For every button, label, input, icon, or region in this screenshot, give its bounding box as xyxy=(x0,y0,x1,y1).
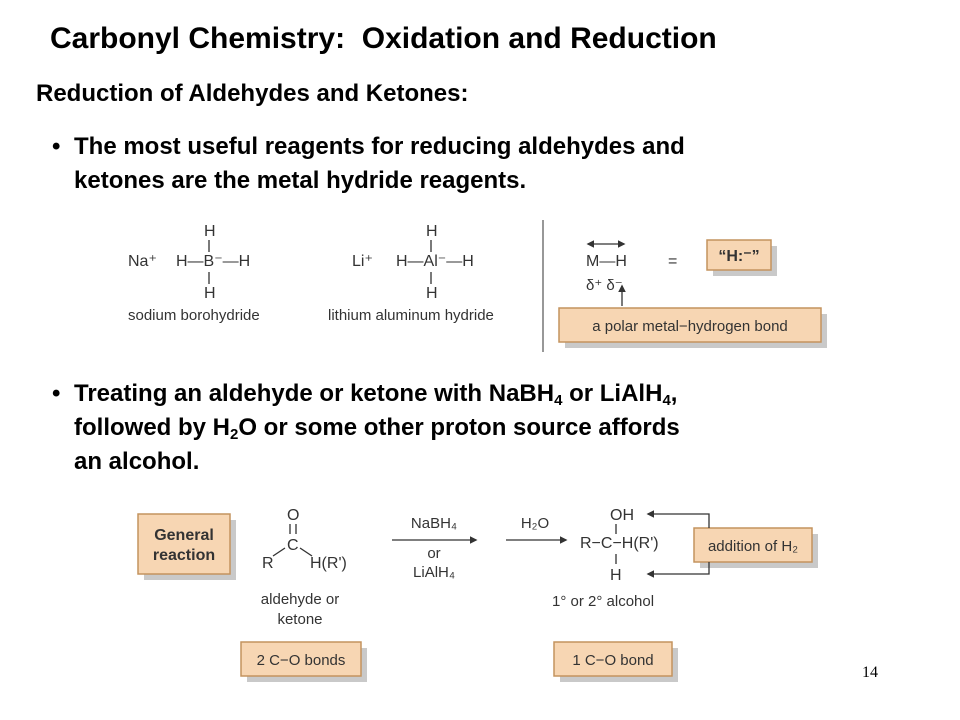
bottom-hydrogen: H xyxy=(426,285,438,302)
general-reaction-label: General xyxy=(154,527,214,544)
bullet-line: an alcohol. xyxy=(74,448,200,475)
partial-charges: δ⁺ δ⁻ xyxy=(586,277,623,294)
metal-hydrogen-bond: M—H xyxy=(586,253,627,270)
sodium-borohydride-label: sodium borohydride xyxy=(128,307,260,324)
borohydride-row: H—B⁻—H xyxy=(176,253,250,270)
bullet-symbol: • xyxy=(52,380,61,407)
slide-title: Carbonyl Chemistry: Oxidation and Reduct… xyxy=(50,22,717,55)
polar-bond-caption-box xyxy=(558,307,822,343)
bottom-hydrogen: H xyxy=(204,285,216,302)
top-hydrogen: H xyxy=(426,223,438,240)
polar-bond-caption: a polar metal−hydrogen bond xyxy=(592,318,788,335)
reactant-bonds-box xyxy=(240,641,362,677)
added-hydrogen: H xyxy=(610,567,622,584)
reactant-label: ketone xyxy=(277,611,322,628)
reagent-nabh4: NaBH₄ xyxy=(411,515,457,532)
general-reaction-label: reaction xyxy=(153,547,215,564)
product-bonds-box xyxy=(553,641,673,677)
product-label: 1° or 2° alcohol xyxy=(552,593,654,610)
aluminum-hydride-row: H—Al⁻—H xyxy=(396,253,474,270)
lithium-aluminum-hydride-structure: Li⁺ H H—Al⁻—H H lithium aluminum hydride xyxy=(328,223,494,324)
hydride-box xyxy=(706,239,772,271)
reduction-arrow: NaBH₄ or LiAlH₄ xyxy=(392,515,478,581)
left-r-group: R xyxy=(262,555,274,572)
section-heading: Reduction of Aldehydes and Ketones: xyxy=(36,80,469,107)
lithium-aluminum-hydride-label: lithium aluminum hydride xyxy=(328,307,494,324)
bullet-symbol: • xyxy=(52,133,61,160)
general-reaction-box xyxy=(137,513,231,575)
right-group: H(R') xyxy=(310,555,347,572)
general-reaction-figure: General reaction O C R H(R') aldehyde or… xyxy=(137,507,818,682)
sodium-counterion: Na⁺ xyxy=(128,253,157,270)
bullet-line: Treating an aldehyde or ketone with NaBH… xyxy=(74,380,678,409)
alcohol-product: OH R−C−H(R') H 1° or 2° alcohol xyxy=(552,507,659,610)
bullet-line: The most useful reagents for reducing al… xyxy=(74,133,685,160)
polar-bond-diagram: M—H δ⁺ δ⁻ = “H:⁻” a polar metal−hydrogen… xyxy=(558,239,827,348)
equals-sign: = xyxy=(668,253,677,270)
addition-box xyxy=(693,527,813,563)
carbonyl-carbon: C xyxy=(287,537,299,554)
carbonyl-reactant: O C R H(R') aldehyde or ketone xyxy=(261,507,347,628)
reactant-bonds-label: 2 C−O bonds xyxy=(257,652,346,669)
bullet-line: ketones are the metal hydride reagents. xyxy=(74,167,527,194)
bullet-line: followed by H2O or some other proton sou… xyxy=(74,414,680,443)
protonation-arrow: H₂O xyxy=(506,515,568,544)
alcohol-carbon-row: R−C−H(R') xyxy=(580,535,659,552)
addition-arrow-top xyxy=(646,510,710,528)
top-hydrogen: H xyxy=(204,223,216,240)
bullet-treating-aldehyde: • Treating an aldehyde or ketone with Na… xyxy=(52,377,912,479)
reagent-or: or xyxy=(427,545,440,562)
metal-hydride-reagents-figure: Na⁺ H H—B⁻—H H sodium borohydride Li⁺ H … xyxy=(128,220,827,352)
carbonyl-oxygen: O xyxy=(287,507,299,524)
product-bonds-label: 1 C−O bond xyxy=(572,652,653,669)
hydride-label: “H:⁻” xyxy=(718,248,759,265)
addition-label: addition of H₂ xyxy=(708,538,798,555)
page-number: 14 xyxy=(862,664,878,681)
lithium-counterion: Li⁺ xyxy=(352,253,373,270)
reagent-lialh4: LiAlH₄ xyxy=(413,564,455,581)
hydroxyl-group: OH xyxy=(610,507,634,524)
reagent-water: H₂O xyxy=(521,515,549,532)
sodium-borohydride-structure: Na⁺ H H—B⁻—H H sodium borohydride xyxy=(128,223,260,324)
bullet-metal-hydrides: • The most useful reagents for reducing … xyxy=(52,130,912,198)
reactant-label: aldehyde or xyxy=(261,591,339,608)
addition-arrow-bottom xyxy=(646,562,710,578)
